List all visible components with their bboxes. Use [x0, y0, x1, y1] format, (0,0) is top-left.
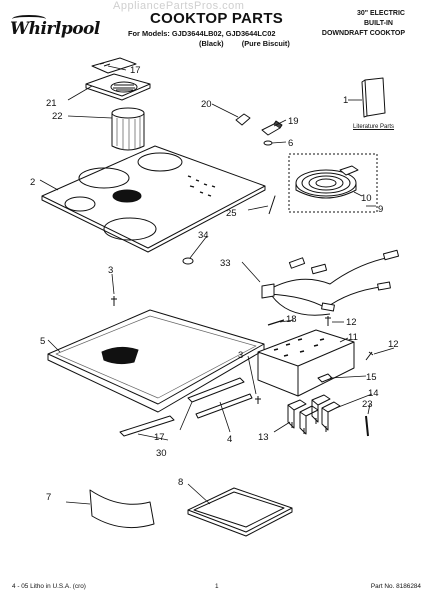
callout-25: 25: [226, 208, 237, 219]
callout-11: 11: [348, 332, 358, 343]
downdraft-grille-part: [85, 73, 151, 101]
callout-23: 23: [362, 399, 373, 410]
callout-18: 19: [288, 116, 299, 127]
screw-part: [111, 296, 117, 306]
heating-element-part: [288, 153, 378, 213]
callout-13: 13: [258, 432, 269, 443]
callout-12b: 12: [388, 339, 399, 350]
callout-5: 9: [378, 204, 383, 215]
watermark: AppliancePartsPros.com: [113, 0, 245, 12]
side-rail-part: [119, 377, 261, 437]
callout-21: 22: [52, 111, 63, 122]
callout-22: 17: [130, 65, 141, 76]
callout-1: 1: [343, 95, 348, 106]
wire-harness-part: [261, 249, 400, 316]
literature-parts-label: Literature Parts: [353, 124, 395, 130]
vent-shroud-part: [89, 489, 155, 529]
model-numbers: For Models: GJD3644LB02, GJD3644LC02: [128, 29, 276, 38]
callout-3a: 3: [108, 265, 113, 276]
footer-part-number: Part No. 8186284: [370, 583, 421, 590]
callout-12a: 12: [346, 317, 357, 328]
callout-34: 34: [198, 230, 209, 241]
spring-clip-part: [182, 257, 194, 265]
callout-3b: 3: [238, 350, 243, 361]
literature-booklet-part: [361, 77, 386, 118]
knob-part: [235, 113, 251, 126]
callout-6: 10: [361, 193, 372, 204]
filter-canister-part: [111, 107, 145, 151]
footer-litho: 4 - 05 Litho in U.S.A. (cro): [12, 583, 86, 590]
callout-17: 17: [154, 432, 165, 443]
leader-lines: [39, 65, 395, 505]
callout-15: 15: [366, 372, 377, 383]
bracket-part: [317, 373, 333, 383]
color-black: (Black): [199, 39, 224, 48]
callout-7: 5: [40, 336, 45, 347]
brand-logo: Whirlpool: [10, 19, 100, 39]
callout-14: 14: [368, 388, 379, 399]
callout-30: 30: [156, 448, 167, 459]
brand-logo-swoosh: [12, 15, 46, 23]
page-title: COOKTOP PARTS: [150, 10, 284, 27]
screw-part-2: [325, 316, 331, 326]
control-box-part: [257, 319, 355, 397]
callout-4: 4: [227, 434, 232, 445]
terminal-part: [365, 415, 369, 437]
description-line-2: BUILT-IN: [363, 20, 393, 27]
bottom-tray-part: [47, 309, 265, 413]
model-colors: (Black) (Pure Biscuit): [199, 39, 290, 48]
callout-16: 18: [286, 314, 297, 325]
callout-19: 20: [201, 99, 212, 110]
infinite-switch-part: [287, 394, 341, 435]
callout-2: 2: [30, 177, 35, 188]
screw-part-3: [365, 351, 374, 361]
filter-cap-part: [91, 57, 137, 74]
footer-page-number: 1: [215, 583, 219, 590]
callout-8: 6: [288, 138, 293, 149]
description-line-3: DOWNDRAFT COOKTOP: [321, 30, 405, 37]
color-bisque: (Pure Biscuit): [241, 39, 290, 48]
callout-10: 8: [178, 477, 183, 488]
glass-cooktop-part: [41, 145, 266, 253]
switch-part: [261, 120, 283, 146]
callout-numbers: 17 21 22 20 19 6 1 2 10 9 25 34 33 3 5 1…: [30, 65, 399, 503]
drip-pan-part: [187, 487, 293, 537]
wire-clip-part: [268, 195, 276, 215]
callout-9: 7: [46, 492, 51, 503]
callout-20: 21: [46, 98, 57, 109]
callout-33: 33: [220, 258, 231, 269]
description-line-1: 30" ELECTRIC: [356, 10, 405, 17]
